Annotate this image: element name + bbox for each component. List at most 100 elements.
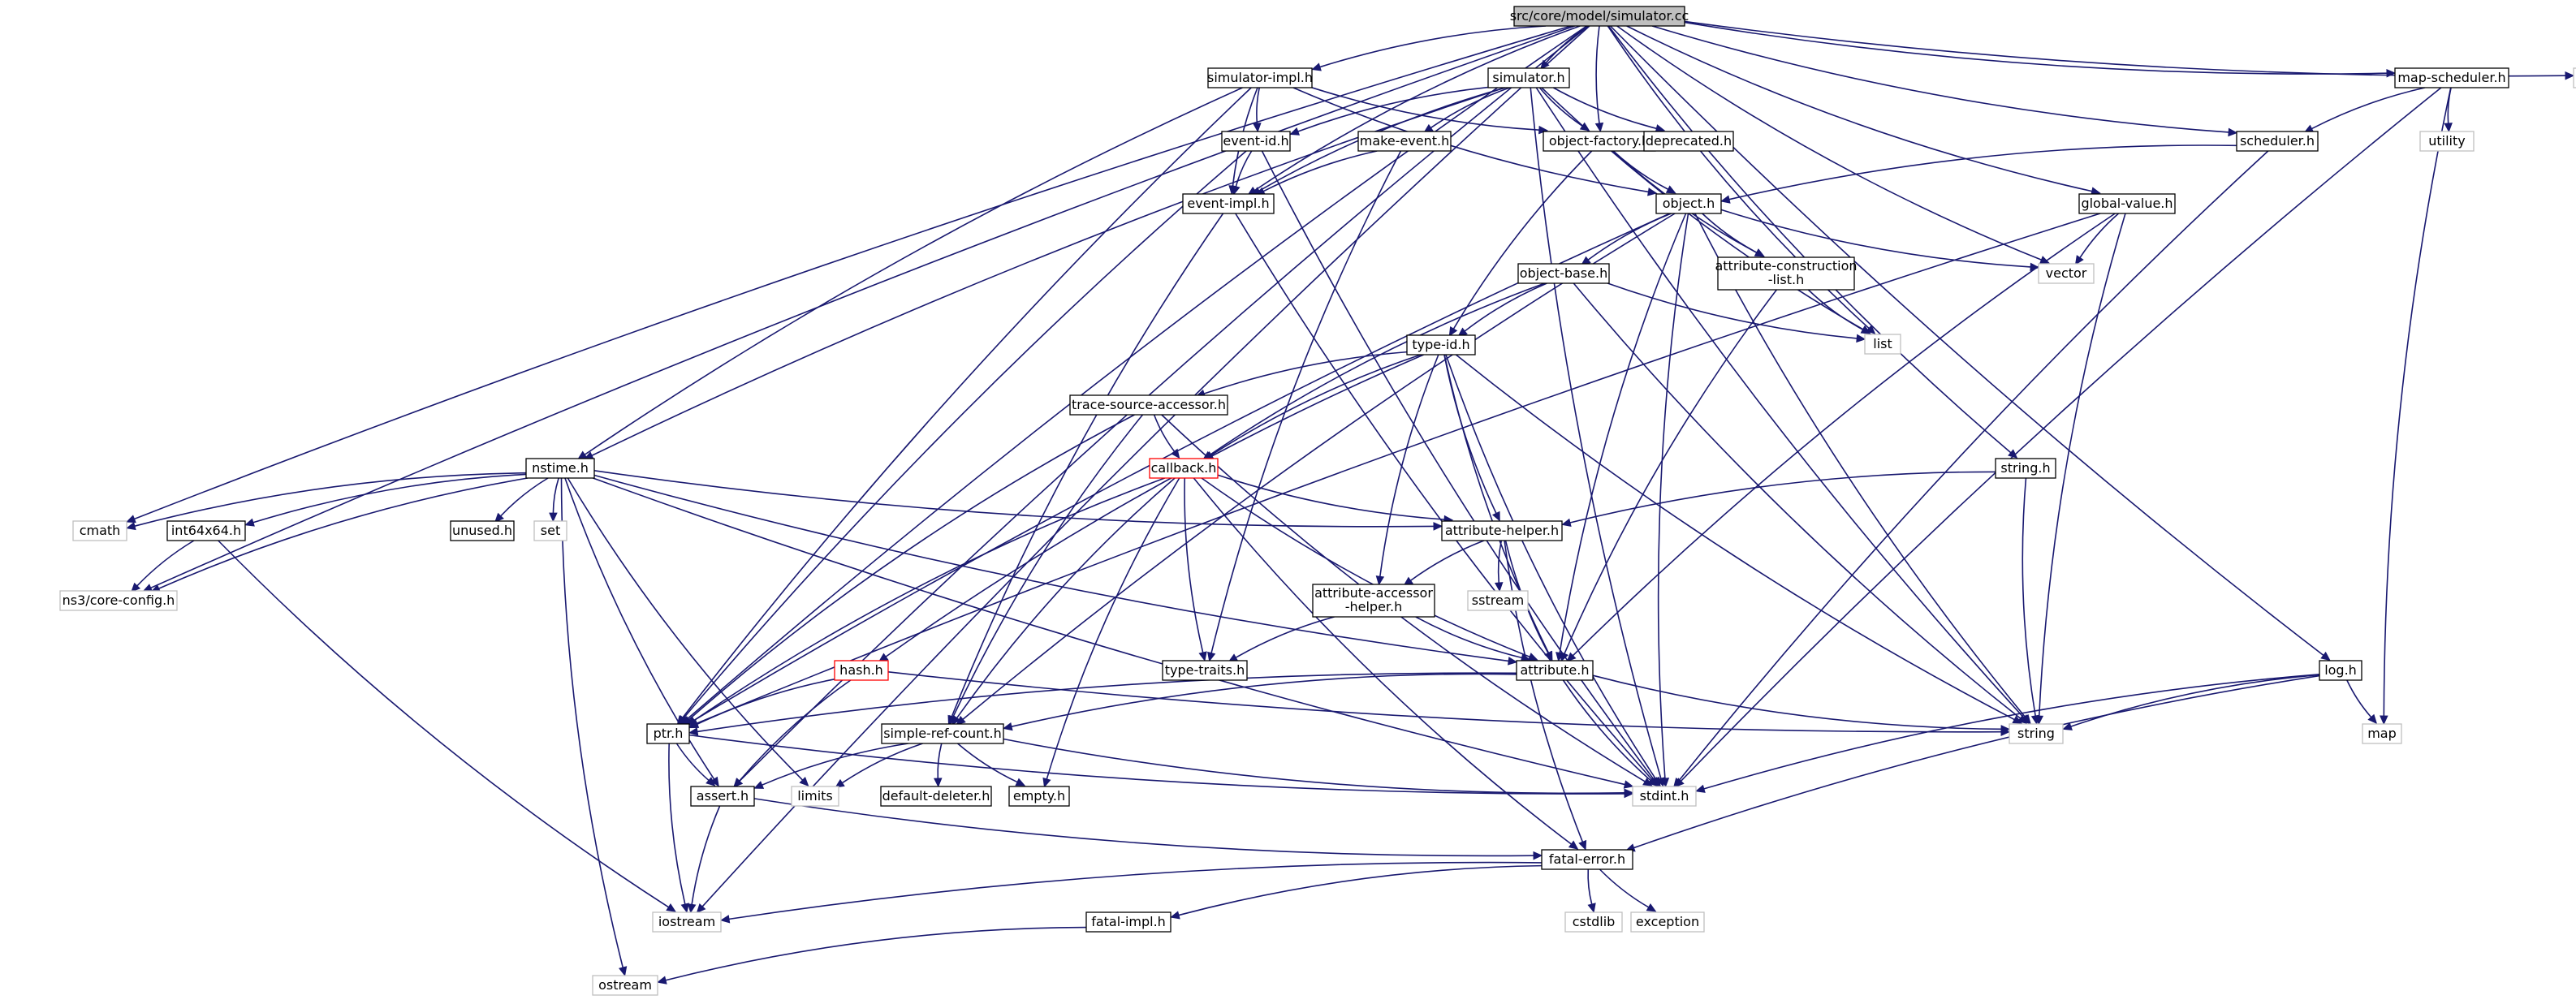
arrowhead-root-to-ns3-core-config: [142, 584, 153, 592]
edge-nstime-to-ostream: [560, 477, 624, 968]
node-global-value[interactable]: global-value.h: [2078, 193, 2176, 214]
node-scheduler[interactable]: scheduler.h: [2236, 131, 2319, 152]
node-fatal-impl[interactable]: fatal-impl.h: [1085, 911, 1171, 933]
node-type-traits[interactable]: type-traits.h: [1162, 660, 1248, 681]
node-log[interactable]: log.h: [2319, 660, 2362, 681]
arrowhead-simple-ref-count-to-assert: [753, 781, 765, 789]
arrowhead-fatal-error-to-iostream: [719, 915, 731, 924]
edge-object-factory-to-object: [1612, 150, 1669, 190]
node-simulator-impl[interactable]: simulator-impl.h: [1207, 67, 1313, 88]
node-object-base[interactable]: object-base.h: [1517, 263, 1610, 284]
node-box-root: [1513, 6, 1685, 27]
node-set[interactable]: set: [533, 520, 567, 541]
node-cstdlib[interactable]: cstdlib: [1564, 911, 1623, 933]
edge-root-to-object-factory: [1595, 25, 1600, 124]
node-label-attribute-construction-list: attribute-construction-list.h: [1715, 258, 1857, 287]
node-vector[interactable]: vector: [2038, 263, 2095, 284]
arrowhead-ptr-to-assert: [705, 777, 716, 786]
node-ostream[interactable]: ostream: [592, 975, 658, 996]
edge-object-factory-to-type-id: [1452, 150, 1593, 330]
node-map-scheduler[interactable]: map-scheduler.h: [2394, 67, 2509, 88]
edge-object-base-to-list: [1607, 282, 1858, 339]
arrowhead-hash-to-string: [2000, 727, 2011, 736]
node-event-id[interactable]: event-id.h: [1221, 131, 1291, 152]
node-callback[interactable]: callback.h: [1149, 458, 1219, 479]
arrowhead-root-to-vector: [2039, 256, 2050, 264]
node-ns3-core-config[interactable]: ns3/core-config.h: [59, 590, 178, 611]
node-box-string-h: [1995, 458, 2056, 479]
edge-type-id-to-callback: [1210, 354, 1422, 456]
node-unused[interactable]: unused.h: [450, 520, 515, 541]
node-int64x64[interactable]: int64x64.h: [166, 520, 246, 541]
arrowhead-object-to-string: [2022, 713, 2031, 725]
node-string[interactable]: string: [2009, 723, 2064, 744]
node-box-vector: [2038, 263, 2095, 284]
node-list[interactable]: list: [1864, 334, 1901, 355]
node-string-h[interactable]: string.h: [1995, 458, 2056, 479]
arrowhead-int64x64-to-ns3-core-config: [131, 582, 141, 592]
node-event-impl[interactable]: event-impl.h: [1182, 193, 1275, 214]
arrowhead-event-id-to-event-impl: [1232, 184, 1241, 196]
node-attribute-helper[interactable]: attribute-helper.h: [1441, 520, 1563, 541]
arrowhead-nstime-to-set: [549, 512, 558, 523]
node-simulator[interactable]: simulator.h: [1487, 67, 1570, 88]
edge-root-to-ptr: [686, 25, 1587, 720]
arrowhead-attribute-helper-to-fatal-error: [1578, 839, 1587, 851]
node-box-deprecated: [1643, 131, 1734, 152]
edge-assert-to-iostream: [691, 805, 721, 905]
node-make-event[interactable]: make-event.h: [1357, 131, 1452, 152]
node-limits[interactable]: limits: [791, 786, 839, 807]
arrowhead-nstime-to-limits: [799, 777, 809, 787]
node-box-object: [1655, 193, 1722, 214]
arrowhead-root-to-log: [2320, 651, 2331, 661]
arrowhead-fatal-error-to-fatal-impl: [1170, 911, 1180, 920]
node-map[interactable]: map: [2362, 723, 2402, 744]
node-iostream[interactable]: iostream: [652, 911, 722, 933]
node-trace-source-accessor[interactable]: trace-source-accessor.h: [1069, 394, 1228, 416]
node-label-simple-ref-count: simple-ref-count.h: [883, 726, 1002, 741]
node-fstream[interactable]: fstream: [2573, 67, 2576, 88]
node-exception[interactable]: exception: [1630, 911, 1705, 933]
node-cmath[interactable]: cmath: [72, 520, 127, 541]
arrowhead-log-to-string: [2062, 722, 2073, 730]
node-deprecated[interactable]: deprecated.h: [1643, 131, 1734, 152]
node-object[interactable]: object.h: [1655, 193, 1722, 214]
node-box-string: [2009, 723, 2064, 744]
edge-string-h-to-attribute-helper: [1569, 471, 1996, 524]
node-root[interactable]: src/core/model/simulator.cc: [1510, 6, 1689, 27]
arrowhead-attribute-to-ptr: [688, 727, 699, 736]
node-object-factory[interactable]: object-factory.h: [1543, 131, 1656, 152]
node-label-cstdlib: cstdlib: [1573, 914, 1616, 929]
edge-hash-to-ptr: [697, 679, 835, 726]
node-label-limits: limits: [797, 788, 833, 804]
node-attribute-accessor-helper[interactable]: attribute-accessor-helper.h: [1312, 584, 1435, 618]
node-attribute[interactable]: attribute.h: [1516, 660, 1594, 681]
edge-type-id-to-attribute-accessor-helper: [1379, 354, 1439, 577]
node-label-map: map: [2367, 726, 2397, 741]
node-box-type-traits: [1162, 660, 1248, 681]
node-sstream[interactable]: sstream: [1467, 590, 1529, 611]
edge-hash-to-string: [887, 670, 2002, 733]
node-assert[interactable]: assert.h: [690, 786, 755, 807]
node-empty[interactable]: empty.h: [1008, 786, 1070, 807]
node-attribute-construction-list[interactable]: attribute-construction-list.h: [1715, 256, 1858, 291]
node-ptr[interactable]: ptr.h: [646, 723, 690, 744]
node-label-sstream: sstream: [1472, 592, 1524, 608]
node-type-id[interactable]: type-id.h: [1406, 334, 1476, 355]
node-hash[interactable]: hash.h: [834, 660, 889, 681]
node-simple-ref-count[interactable]: simple-ref-count.h: [881, 723, 1004, 744]
edge-root-to-event-impl: [1254, 25, 1581, 192]
edge-attribute-to-string: [1592, 674, 2002, 730]
node-default-deleter[interactable]: default-deleter.h: [880, 786, 992, 807]
edge-trace-source-accessor-to-simple-ref-count: [952, 414, 1144, 717]
node-box-ptr: [646, 723, 690, 744]
node-utility[interactable]: utility: [2419, 131, 2475, 152]
node-fatal-error[interactable]: fatal-error.h: [1541, 849, 1633, 870]
node-box-map-scheduler: [2394, 67, 2509, 88]
arrowhead-nstime-to-assert: [710, 776, 719, 787]
edge-attribute-accessor-helper-to-attribute: [1415, 616, 1522, 659]
node-nstime[interactable]: nstime.h: [525, 458, 595, 479]
node-box-utility: [2419, 131, 2475, 152]
node-stdint[interactable]: stdint.h: [1632, 786, 1697, 807]
edge-scheduler-to-stdint: [1678, 150, 2269, 782]
